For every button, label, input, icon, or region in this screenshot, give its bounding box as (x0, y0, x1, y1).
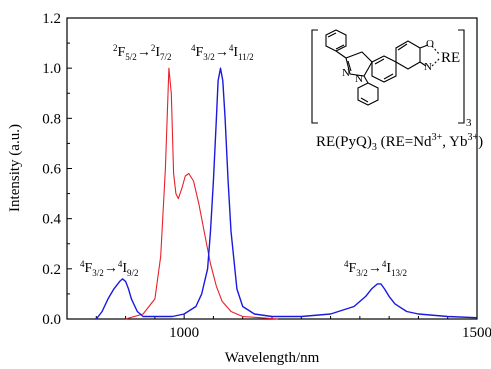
pyrazoline-ring (345, 51, 373, 77)
y-tick-label: 0.6 (42, 162, 61, 178)
y-tick-label: 0.2 (42, 262, 61, 278)
phenyl-ring-top (325, 29, 347, 52)
annotation-nd-1: 4F3/2→4I11/2 (191, 43, 254, 62)
x-axis-title: Wavelength/nm (225, 350, 320, 366)
series-layer (95, 67, 478, 320)
y-tick-label: 0.4 (42, 212, 61, 228)
molecular-structure (311, 29, 465, 124)
x-axis-ticks: 1000 1500 (95, 314, 491, 341)
quinoline-ring-a (371, 55, 397, 83)
annotation-yb: 2F5/2→2I7/2 (113, 43, 172, 62)
y-axis-title: Intensity (a.u.) (7, 124, 23, 212)
left-bracket (311, 29, 318, 124)
quinoline-ring-b (395, 40, 421, 70)
compound-label: RE(PyQ)3 (RE=Nd3+, Yb3+) (316, 132, 483, 153)
metal-label: RE (441, 50, 460, 66)
x-tick-label: 1000 (169, 325, 199, 341)
annotation-nd-2: 4F3/2→4I13/2 (344, 259, 407, 278)
complex-count: 3 (466, 117, 472, 129)
atom-o: O (426, 38, 434, 50)
series-line-1 (95, 67, 478, 320)
y-axis-ticks: 0.0 0.2 0.4 0.6 0.8 1.0 1.2 (42, 11, 72, 328)
x-tick-label: 1500 (462, 325, 491, 341)
annotation-nd-0: 4F3/2→4I9/2 (80, 259, 139, 278)
y-tick-label: 1.2 (42, 11, 61, 27)
right-bracket (458, 29, 465, 124)
atom-n-1: N (342, 67, 350, 79)
series-line-0 (125, 67, 278, 320)
atom-n-2: N (355, 73, 363, 85)
y-tick-label: 0.0 (42, 312, 61, 328)
atom-n-3: N (424, 61, 432, 73)
y-tick-label: 0.8 (42, 111, 61, 127)
y-tick-label: 1.0 (42, 61, 61, 77)
